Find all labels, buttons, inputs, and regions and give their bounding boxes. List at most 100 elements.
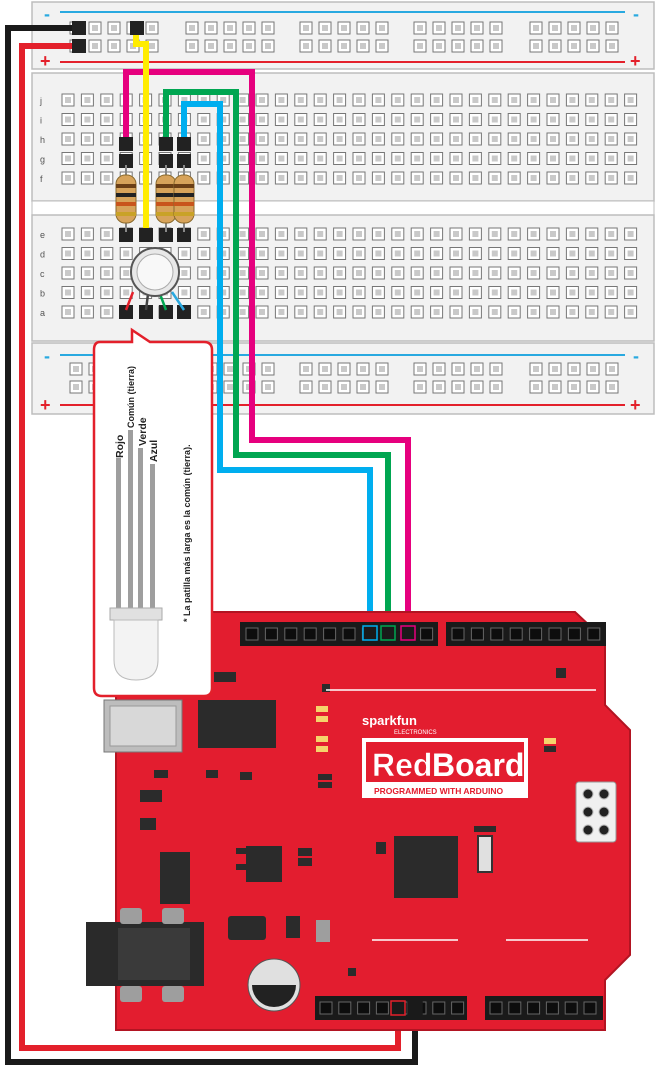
breadboard-hole-socket [433,309,440,315]
breadboard-hole-socket [627,97,634,103]
breadboard-hole-socket [530,116,537,123]
led-body-flange [109,607,163,621]
smd-component [318,782,332,788]
rail-hole-socket [533,384,539,390]
breadboard-hole-socket [550,155,556,162]
bottom-rail-plus-right: + [630,395,641,415]
breadboard-hole-socket [336,155,343,162]
breadboard-hole-socket [336,270,343,276]
breadboard-hole-socket [588,309,595,315]
breadboard-hole-socket [530,97,537,103]
breadboard-hole-socket [336,116,343,123]
breadboard-hole-socket [375,270,382,276]
breadboard-hole-socket [259,136,265,142]
breadboard-hole-socket [84,136,91,142]
header-pin [245,627,259,641]
breadboard-hole-socket [317,175,324,181]
breadboard-hole-socket [414,97,421,103]
breadboard-hole-socket [472,175,479,181]
breadboard-hole-socket [414,116,421,123]
rail-hole-socket [322,384,328,390]
led-pinout-callout: Rojo Común (tierra) Verde Azul * La pati… [92,327,214,698]
rail-hole-socket [149,43,155,49]
breadboard-hole-socket [394,136,401,142]
header-pin [545,1001,559,1015]
breadboard-hole-socket [433,136,440,142]
row-letter: h [40,135,45,145]
voltage-regulator [160,852,190,904]
blue-channel-wire [181,101,373,632]
rail-hole-socket [73,384,79,390]
breadboard-hole-socket [472,155,479,162]
crystal [477,835,493,873]
breadboard-hole-socket [200,309,207,315]
breadboard-hole-socket [569,155,576,162]
breadboard-hole-socket [491,250,498,257]
pin-label-green: Verde [137,417,149,446]
smd-component [318,774,332,780]
breadboard-hole-socket [453,250,459,257]
breadboard-hole-socket [491,175,498,181]
analog-header [485,996,603,1020]
rail-hole-socket [92,25,98,31]
rail-hole-socket [571,384,577,390]
breadboard-hole-socket [530,289,537,296]
smd-component [298,858,312,866]
breadboard-hole-socket [511,97,518,103]
top-rail-holes [69,21,619,53]
rail-hole-socket [360,384,366,390]
breadboard-hole-socket [259,116,265,123]
rail-hole-socket [552,25,558,31]
top-rail-minus-left: - [44,4,50,24]
rail-hole-socket [322,25,328,31]
usb-serial-chip [198,700,276,748]
breadboard-hole-socket [259,175,265,181]
breadboard-hole-socket [433,175,440,181]
breadboard-hole-socket [65,97,71,103]
header-pin [451,627,465,641]
breadboard-hole-socket [375,136,382,142]
breadboard-hole-socket [511,250,518,257]
header-pin [567,627,581,641]
rail-hole-socket [474,43,480,49]
rgb-led [124,247,186,311]
header-pin [284,627,298,641]
header-pin [338,1001,352,1015]
digital-header-right [446,622,606,646]
breadboard-hole-socket [472,250,479,257]
dc-power-jack [86,908,204,1002]
rail-hole-socket [417,25,423,31]
breadboard-hole-socket [608,155,615,162]
breadboard-hole-socket [200,136,207,142]
breadboard-hole-socket [608,231,615,237]
breadboard-hole-socket [433,116,440,123]
breadboard-hole-socket [433,270,440,276]
smd-component [298,848,312,856]
breadboard-hole-socket [356,270,362,276]
top-rail-plus-left: + [40,51,51,71]
lead-blue [150,464,155,610]
breadboard-hole-socket [550,97,556,103]
row-letter: g [40,155,45,165]
rail-hole-socket [227,43,233,49]
breadboard-hole-socket [608,289,615,296]
breadboard-hole-socket [511,175,518,181]
rail-hole-socket [341,366,347,372]
breadboard-hole-socket [278,309,285,315]
breadboard-hole-socket [356,175,362,181]
breadboard-hole-socket [200,250,207,257]
breadboard-hole-socket [453,155,459,162]
lead-red [116,458,121,610]
row-letter: f [40,174,43,184]
rail-hole-socket [590,25,596,31]
breadboard-hole-socket [569,289,576,296]
smd-component [316,920,330,942]
breadboard-hole-socket [239,175,246,181]
breadboard-hole-socket [220,155,227,162]
breadboard-hole-socket [65,136,71,142]
breadboard-hole-socket [356,289,362,296]
rail-hole-socket [303,43,309,49]
breadboard-hole-socket [569,270,576,276]
breadboard-hole-socket [239,155,246,162]
top-rail-plus-right: + [630,51,641,71]
